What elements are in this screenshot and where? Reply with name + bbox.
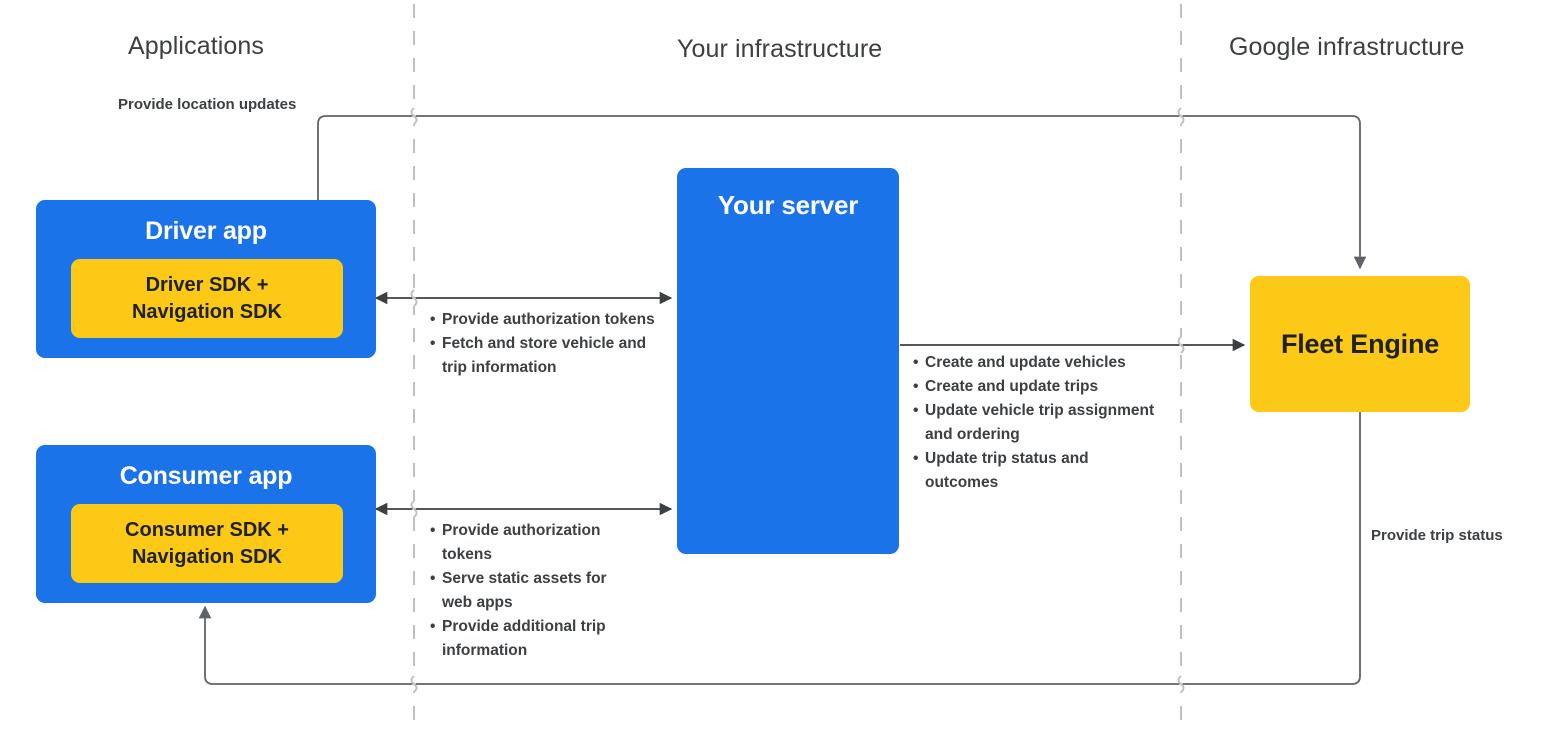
bullet-item: Create and update trips	[913, 375, 1165, 399]
bullet-item: Provide authorization tokens	[430, 519, 635, 567]
edge-label-provide-trip-status: Provide trip status	[1371, 527, 1503, 544]
bullet-item: Create and update vehicles	[913, 351, 1165, 375]
node-consumer-sdk[interactable]: Consumer SDK + Navigation SDK	[71, 504, 343, 583]
driver-sdk-label: Driver SDK + Navigation SDK	[131, 273, 283, 323]
consumer-app-title: Consumer app	[119, 462, 293, 490]
bullet-item: Fetch and store vehicle and trip informa…	[430, 332, 658, 380]
bullets-driver-to-server: Provide authorization tokens Fetch and s…	[430, 308, 658, 380]
node-your-server[interactable]: Your server	[677, 168, 899, 554]
bullet-item: Provide additional trip information	[430, 615, 635, 663]
bullet-item: Provide authorization tokens	[430, 308, 658, 332]
driver-app-title: Driver app	[145, 217, 267, 245]
your-server-title: Your server	[717, 190, 859, 220]
node-driver-sdk[interactable]: Driver SDK + Navigation SDK	[71, 259, 343, 338]
fleet-engine-label: Fleet Engine	[1280, 328, 1440, 359]
node-driver-app[interactable]: Driver app Driver SDK + Navigation SDK	[36, 200, 376, 358]
edge-label-provide-location-updates: Provide location updates	[118, 96, 297, 113]
bullet-item: Update vehicle trip assignment and order…	[913, 399, 1165, 447]
bullet-item: Update trip status and outcomes	[913, 447, 1165, 495]
node-consumer-app[interactable]: Consumer app Consumer SDK + Navigation S…	[36, 445, 376, 603]
bullets-consumer-to-server: Provide authorization tokens Serve stati…	[430, 519, 635, 663]
bullet-item: Serve static assets for web apps	[430, 567, 635, 615]
consumer-sdk-label: Consumer SDK + Navigation SDK	[125, 518, 289, 568]
column-header-google-infrastructure: Google infrastructure	[1229, 33, 1465, 61]
node-fleet-engine[interactable]: Fleet Engine	[1250, 276, 1470, 412]
bullets-server-to-engine: Create and update vehicles Create and up…	[913, 351, 1165, 495]
column-header-applications: Applications	[128, 32, 265, 60]
column-header-your-infrastructure: Your infrastructure	[677, 35, 883, 63]
